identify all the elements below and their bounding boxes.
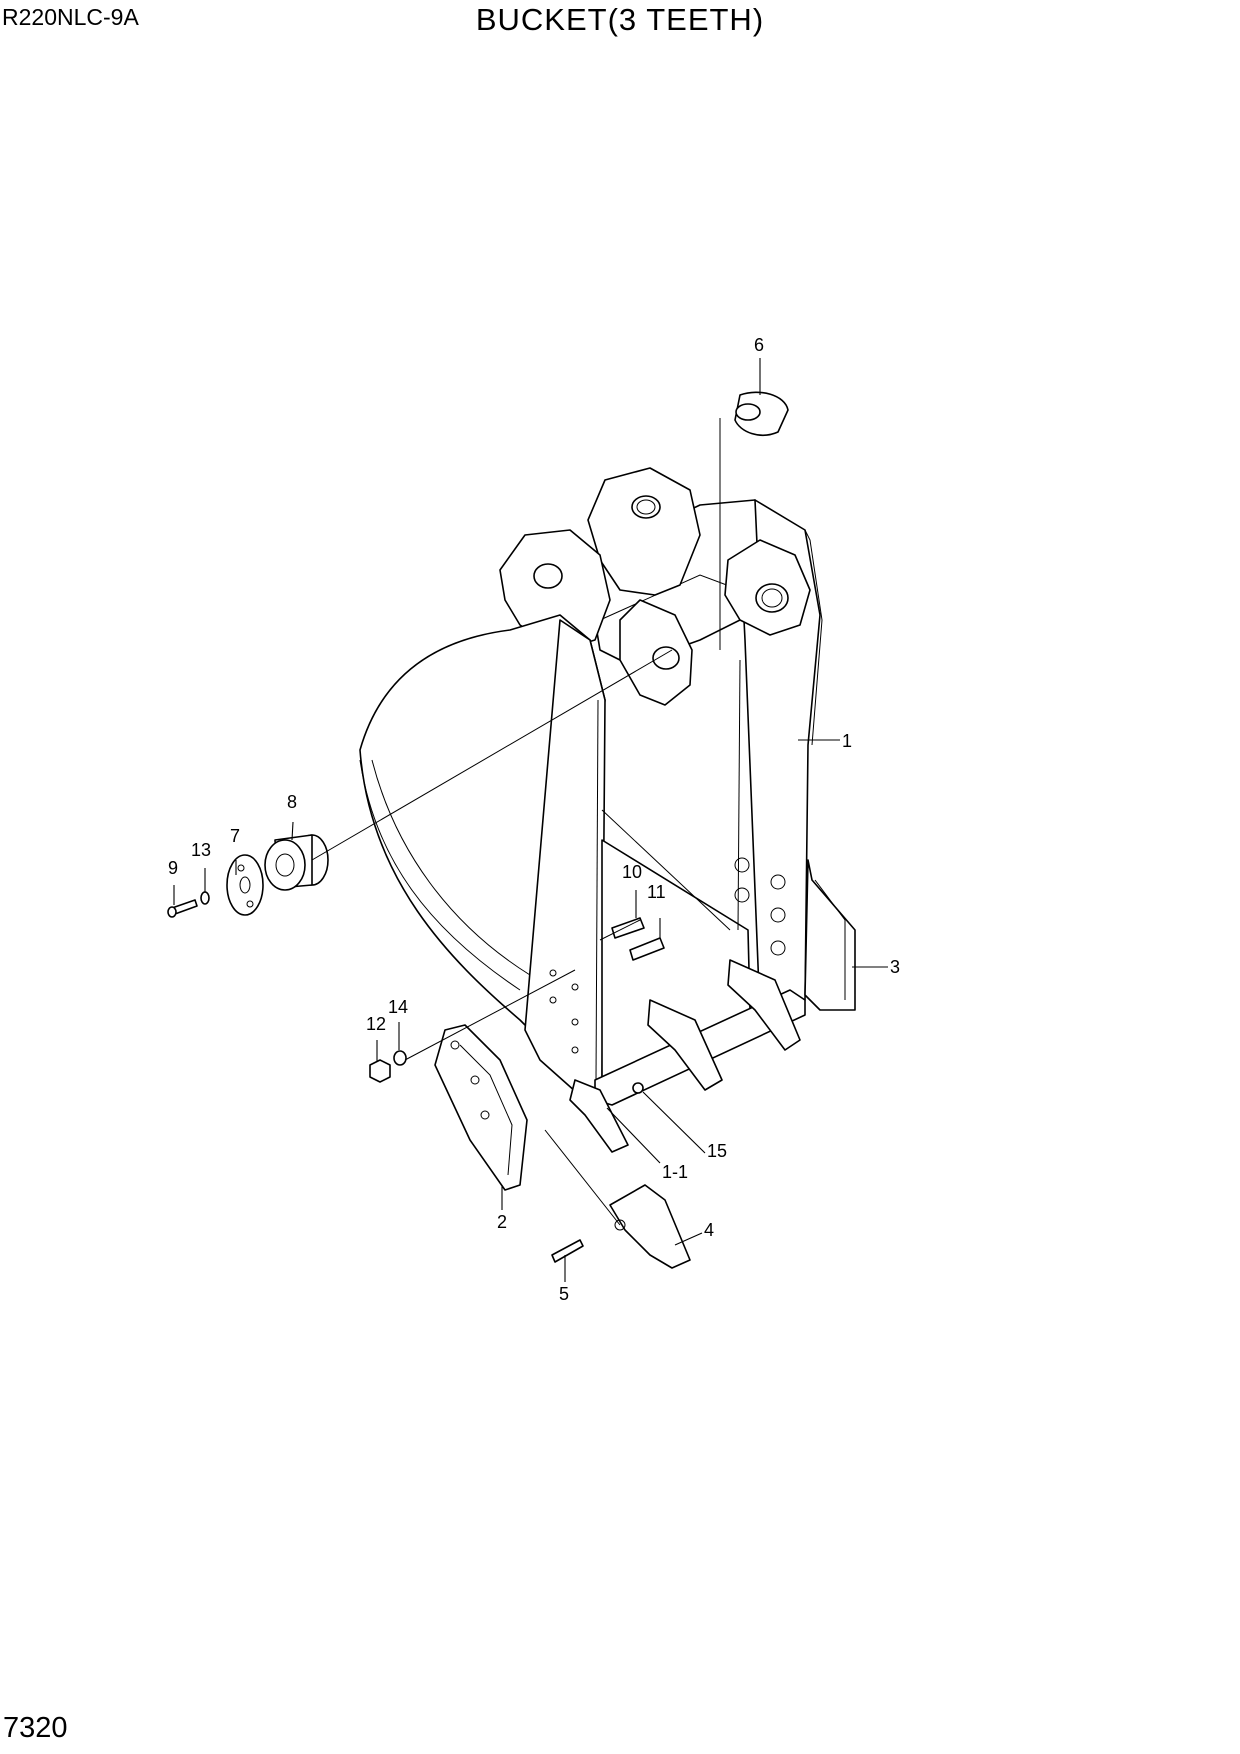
callout-11: 11 bbox=[647, 882, 666, 902]
callout-7: 7 bbox=[230, 826, 240, 846]
callout-6: 6 bbox=[754, 335, 764, 355]
model-code: R220NLC-9A bbox=[2, 4, 139, 30]
callout-4: 4 bbox=[704, 1220, 714, 1240]
tooth-point bbox=[609, 1184, 691, 1269]
teeth-adapters bbox=[569, 959, 801, 1153]
assembly-lines bbox=[311, 418, 721, 1226]
bolt-15 bbox=[632, 1082, 644, 1094]
callout-leaders bbox=[173, 358, 888, 1282]
callout-14: 14 bbox=[388, 997, 408, 1017]
callout-13: 13 bbox=[191, 840, 211, 860]
bucket-body bbox=[359, 467, 823, 1106]
callout-2: 2 bbox=[497, 1212, 507, 1232]
page-number: 7320 bbox=[3, 1712, 68, 1744]
diagram-title: BUCKET(3 TEETH) bbox=[475, 2, 765, 37]
callout-5: 5 bbox=[559, 1284, 569, 1304]
callout-3: 3 bbox=[890, 957, 900, 977]
bolt-10 bbox=[611, 917, 645, 939]
side-cutter-left bbox=[434, 1024, 528, 1191]
boss-cap bbox=[734, 391, 789, 436]
callout-10: 10 bbox=[622, 862, 642, 882]
washer-14 bbox=[393, 1050, 407, 1066]
callout-9: 9 bbox=[168, 858, 178, 878]
callout-12: 12 bbox=[366, 1014, 386, 1034]
callout-1: 1 bbox=[842, 731, 852, 751]
callout-8: 8 bbox=[287, 792, 297, 812]
callout-15: 15 bbox=[707, 1141, 727, 1161]
side-cutter-right bbox=[804, 859, 856, 1011]
nut-12 bbox=[369, 1059, 391, 1083]
tooth-pin bbox=[551, 1239, 584, 1263]
callout-1-1: 1-1 bbox=[662, 1162, 688, 1182]
bolt-11 bbox=[629, 937, 665, 961]
